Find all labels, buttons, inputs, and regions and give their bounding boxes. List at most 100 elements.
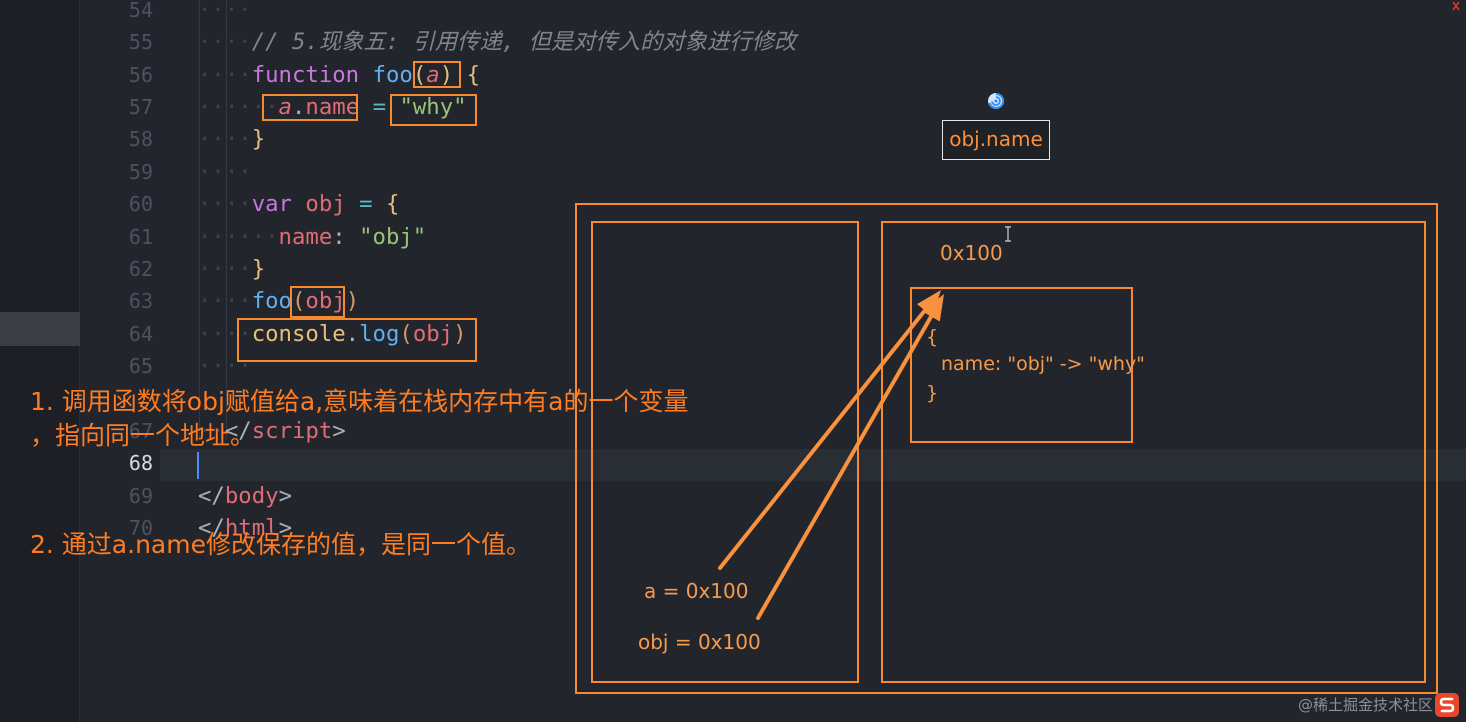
code-text: ······name: "obj": [198, 221, 426, 253]
code-text: ····: [198, 156, 252, 188]
code-token: ): [439, 61, 454, 88]
stack-memory-box: [591, 221, 859, 683]
code-line[interactable]: 56 ····function foo(a) {: [100, 59, 1466, 91]
code-text: ··</script>: [198, 415, 346, 447]
whitespace-marker: ··: [198, 418, 225, 444]
code-text: ····console.log(obj): [198, 318, 467, 350]
code-token: >: [332, 418, 346, 444]
highlight-box-argument: [290, 286, 345, 318]
whitespace-marker: ······: [198, 94, 279, 120]
code-line[interactable]: 65 ····: [100, 350, 1466, 382]
annotation-note-2: 2. 通过a.name修改保存的值，是同一个值。: [30, 530, 531, 559]
code-token: (: [399, 320, 413, 347]
code-token: "why": [399, 94, 467, 120]
code-token: }: [251, 126, 266, 153]
code-token: foo: [372, 61, 413, 88]
line-number: 64: [128, 321, 153, 346]
code-token: console: [251, 320, 346, 347]
code-line[interactable]: 70</html>: [100, 512, 1466, 544]
indent-guide: [199, 0, 200, 440]
whitespace-marker: ····: [198, 0, 252, 23]
highlight-box-param: [413, 61, 461, 88]
side-panel-selected-row[interactable]: [0, 312, 80, 346]
code-token: .: [291, 94, 306, 120]
code-line[interactable]: 62 ····}: [100, 253, 1466, 285]
line-number: 58: [128, 127, 153, 152]
code-token: </: [198, 515, 225, 542]
whitespace-marker: ····: [198, 320, 252, 347]
code-text: </html>: [198, 512, 292, 544]
code-text: ····var obj = {: [198, 188, 399, 220]
side-panel: [0, 0, 80, 722]
code-text: ····: [198, 350, 252, 382]
line-number: 55: [128, 30, 153, 55]
heap-address-label: 0x100: [940, 241, 1003, 265]
tooltip-obj-name: obj.name: [942, 120, 1050, 160]
whitespace-marker: ····: [198, 191, 252, 218]
heap-object-close-brace: }: [926, 382, 939, 404]
code-line[interactable]: 60 ····var obj = {: [100, 188, 1466, 220]
code-token: >: [278, 515, 292, 542]
whitespace-marker: ····: [198, 353, 252, 380]
code-text: ····: [198, 0, 252, 26]
code-line[interactable]: 59 ····: [100, 156, 1466, 188]
text-caret: [197, 452, 199, 479]
line-number: 56: [128, 62, 153, 87]
code-token: name: [305, 94, 360, 120]
code-token: .: [345, 320, 360, 347]
code-token: >: [278, 482, 292, 509]
code-line[interactable]: 63····foo(obj): [100, 285, 1466, 317]
whitespace-marker: ····: [198, 256, 252, 282]
code-line[interactable]: 67 ··</script>: [100, 415, 1466, 447]
stack-entry-a: a = 0x100: [644, 579, 749, 603]
code-token: a: [426, 61, 440, 88]
code-token: log: [359, 320, 400, 347]
code-token: obj: [305, 288, 346, 315]
code-line[interactable]: 61······name: "obj": [100, 221, 1466, 253]
line-number: 59: [128, 159, 153, 184]
code-text: </body>: [198, 480, 292, 512]
code-token: html: [224, 515, 279, 542]
highlight-box-property: [262, 94, 358, 121]
annotation-note-1-continued: ，指向同一个地址。: [30, 421, 256, 450]
heap-object-open-brace: {: [926, 326, 939, 348]
code-token: }: [251, 256, 266, 282]
code-token: [346, 191, 359, 217]
code-line[interactable]: 69</body>: [100, 480, 1466, 512]
line-number: 63: [128, 289, 153, 314]
whitespace-marker: ····: [198, 126, 252, 153]
code-token: // 5.现象五: 引用传递, 但是对传入的对象进行修改: [251, 29, 797, 56]
line-number: 68: [128, 451, 153, 476]
code-text: ····function foo(a) {: [198, 59, 480, 91]
code-token: body: [224, 482, 279, 509]
code-token: {: [386, 191, 400, 218]
code-token: obj: [412, 320, 454, 347]
code-token: =: [372, 94, 386, 120]
code-token: </: [198, 482, 225, 509]
code-line[interactable]: 55 ····// 5.现象五: 引用传递, 但是对传入的对象进行修改: [100, 26, 1466, 58]
code-token: =: [359, 191, 373, 218]
code-token: name: [278, 223, 333, 250]
annotation-note-1: 1. 调用函数将obj赋值给a,意味着在栈内存中有a的一个变量: [30, 387, 689, 416]
line-number: 65: [128, 354, 153, 379]
indent-guide: [226, 0, 227, 440]
code-line[interactable]: 57······a.name = "why": [100, 91, 1466, 123]
code-token: ): [345, 288, 360, 315]
whitespace-marker: ······: [198, 223, 279, 250]
code-text: ····// 5.现象五: 引用传递, 但是对传入的对象进行修改: [198, 26, 796, 58]
code-token: [359, 94, 372, 120]
whitespace-marker: ····: [198, 158, 252, 185]
code-text: ····}: [198, 253, 265, 285]
whitespace-marker: ····: [198, 61, 252, 88]
line-number: 62: [128, 257, 153, 281]
line-number: 60: [128, 192, 153, 217]
memory-diagram-frame: [575, 203, 1438, 694]
code-line[interactable]: 54 ····: [100, 0, 1466, 26]
line-number: 67: [128, 419, 153, 443]
code-line[interactable]: 64 ····console.log(obj): [100, 318, 1466, 350]
code-line[interactable]: 68: [100, 447, 1466, 479]
line-number: 54: [128, 0, 153, 22]
code-line[interactable]: 58 ····}: [100, 123, 1466, 155]
code-token: "obj": [359, 223, 427, 250]
